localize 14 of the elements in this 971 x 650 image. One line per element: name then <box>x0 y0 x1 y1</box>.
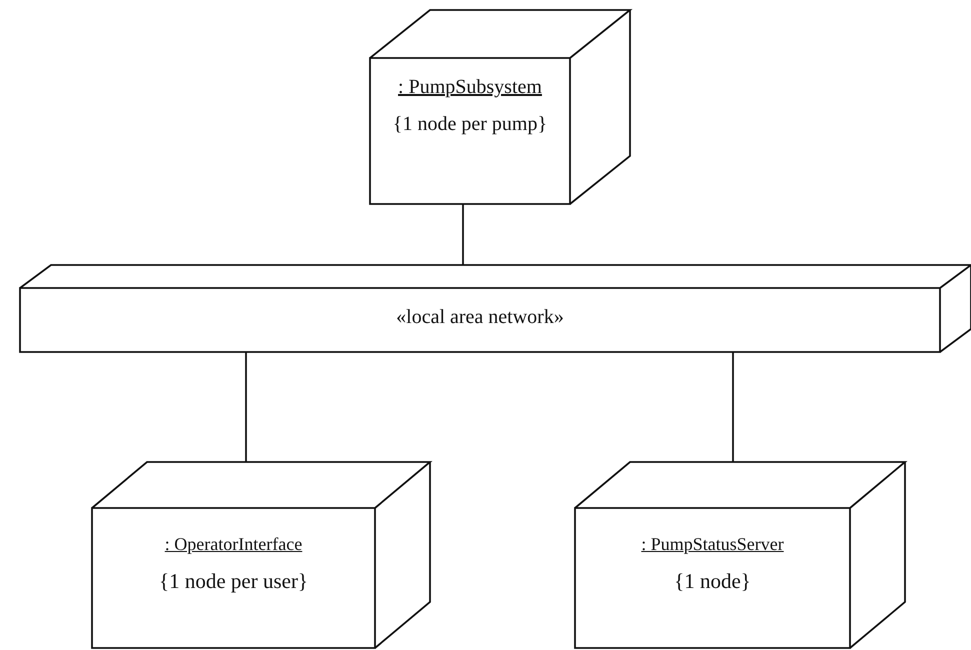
constraint-label: {1 node} <box>674 569 751 594</box>
instance-name: : OperatorInterface <box>164 534 302 555</box>
instance-name: : PumpStatusServer <box>641 534 784 555</box>
constraint-label: {1 node per user} <box>158 569 308 594</box>
connector-line <box>732 352 734 462</box>
device-node <box>370 10 630 204</box>
connector-line <box>245 352 247 462</box>
constraint-label: {1 node per pump} <box>392 113 548 136</box>
stereotype-label: «local area network» <box>396 306 564 329</box>
network-bar <box>20 265 971 352</box>
connector-line <box>462 204 464 265</box>
device-node <box>575 462 905 648</box>
instance-name: : PumpSubsystem <box>398 76 542 99</box>
device-node <box>92 462 430 648</box>
